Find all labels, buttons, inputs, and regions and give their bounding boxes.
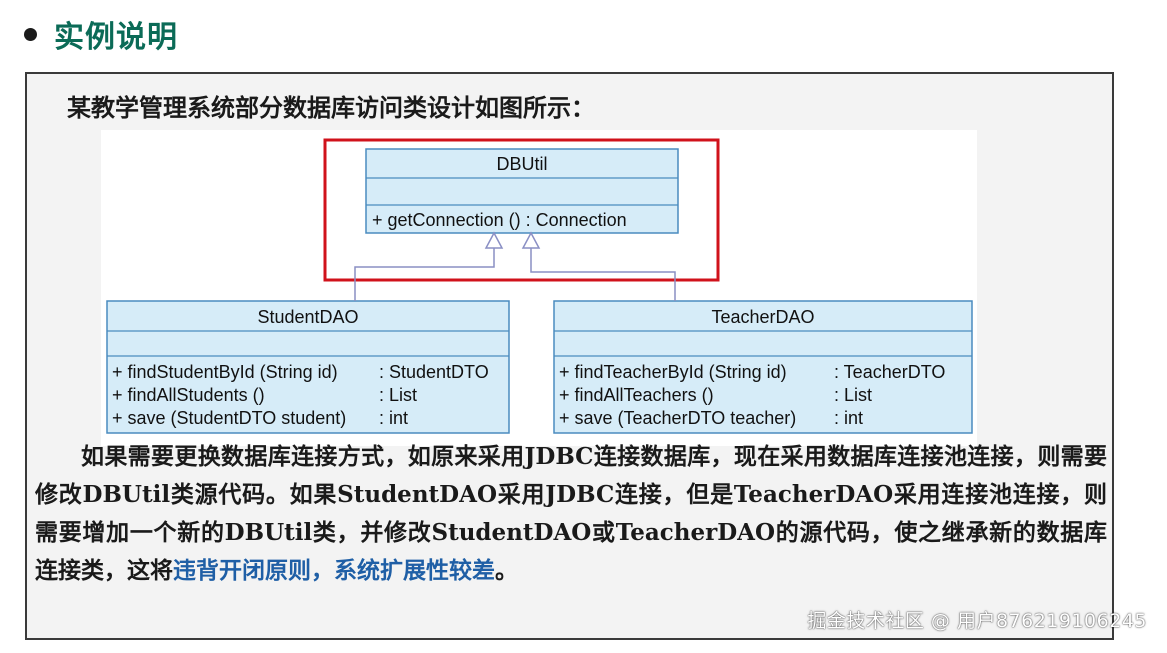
content-panel: 某教学管理系统部分数据库访问类设计如图所示： DBUtil + getConne… [25, 72, 1114, 640]
section-title: 实例说明 [54, 20, 178, 55]
section-header: 实例说明 [24, 12, 178, 56]
explanation-end: 。 [495, 557, 518, 584]
return-save-student: : int [379, 408, 408, 428]
return-findteacherbyid: : TeacherDTO [834, 362, 945, 382]
method-findallteachers: + findAllTeachers () [559, 385, 714, 405]
method-findstudentbyid: + findStudentById (String id) [112, 362, 338, 382]
class-teacherdao: TeacherDAO + findTeacherById (String id)… [553, 300, 973, 434]
inheritance-arrow-teacherdao [521, 231, 676, 301]
watermark: 掘金技术社区 @ 用户876219106245 [807, 610, 1147, 632]
class-dbutil: DBUtil + getConnection () : Connection [365, 148, 679, 234]
return-save-teacher: : int [834, 408, 863, 428]
class-studentdao: StudentDAO + findStudentById (String id)… [106, 300, 510, 434]
highlight-frame [323, 138, 720, 282]
uml-class-diagram: DBUtil + getConnection () : Connection S… [101, 130, 977, 446]
return-findstudentbyid: : StudentDTO [379, 362, 489, 382]
class-name-dbutil: DBUtil [496, 154, 547, 174]
return-findallstudents: : List [379, 385, 417, 405]
bullet-dot-icon [24, 27, 37, 41]
explanation-text: 如果需要更换数据库连接方式，如原来采用JDBC连接数据库，现在采用数据库连接池连… [35, 443, 1107, 584]
inheritance-arrow-studentdao [354, 231, 504, 301]
class-name-teacherdao: TeacherDAO [711, 307, 814, 327]
method-findteacherbyid: + findTeacherById (String id) [559, 362, 787, 382]
method-save-student: + save (StudentDTO student) [112, 408, 346, 428]
method-findallstudents: + findAllStudents () [112, 385, 265, 405]
highlighted-conclusion: 违背开闭原则，系统扩展性较差 [173, 557, 495, 584]
intro-text: 某教学管理系统部分数据库访问类设计如图所示： [67, 94, 595, 122]
return-findallteachers: : List [834, 385, 872, 405]
class-name-studentdao: StudentDAO [257, 307, 358, 327]
explanation-paragraph: 如果需要更换数据库连接方式，如原来采用JDBC连接数据库，现在采用数据库连接池连… [35, 438, 1107, 590]
uml-svg: DBUtil + getConnection () : Connection S… [106, 138, 973, 434]
method-getconnection: + getConnection () : Connection [372, 210, 627, 230]
method-save-teacher: + save (TeacherDTO teacher) [559, 408, 796, 428]
